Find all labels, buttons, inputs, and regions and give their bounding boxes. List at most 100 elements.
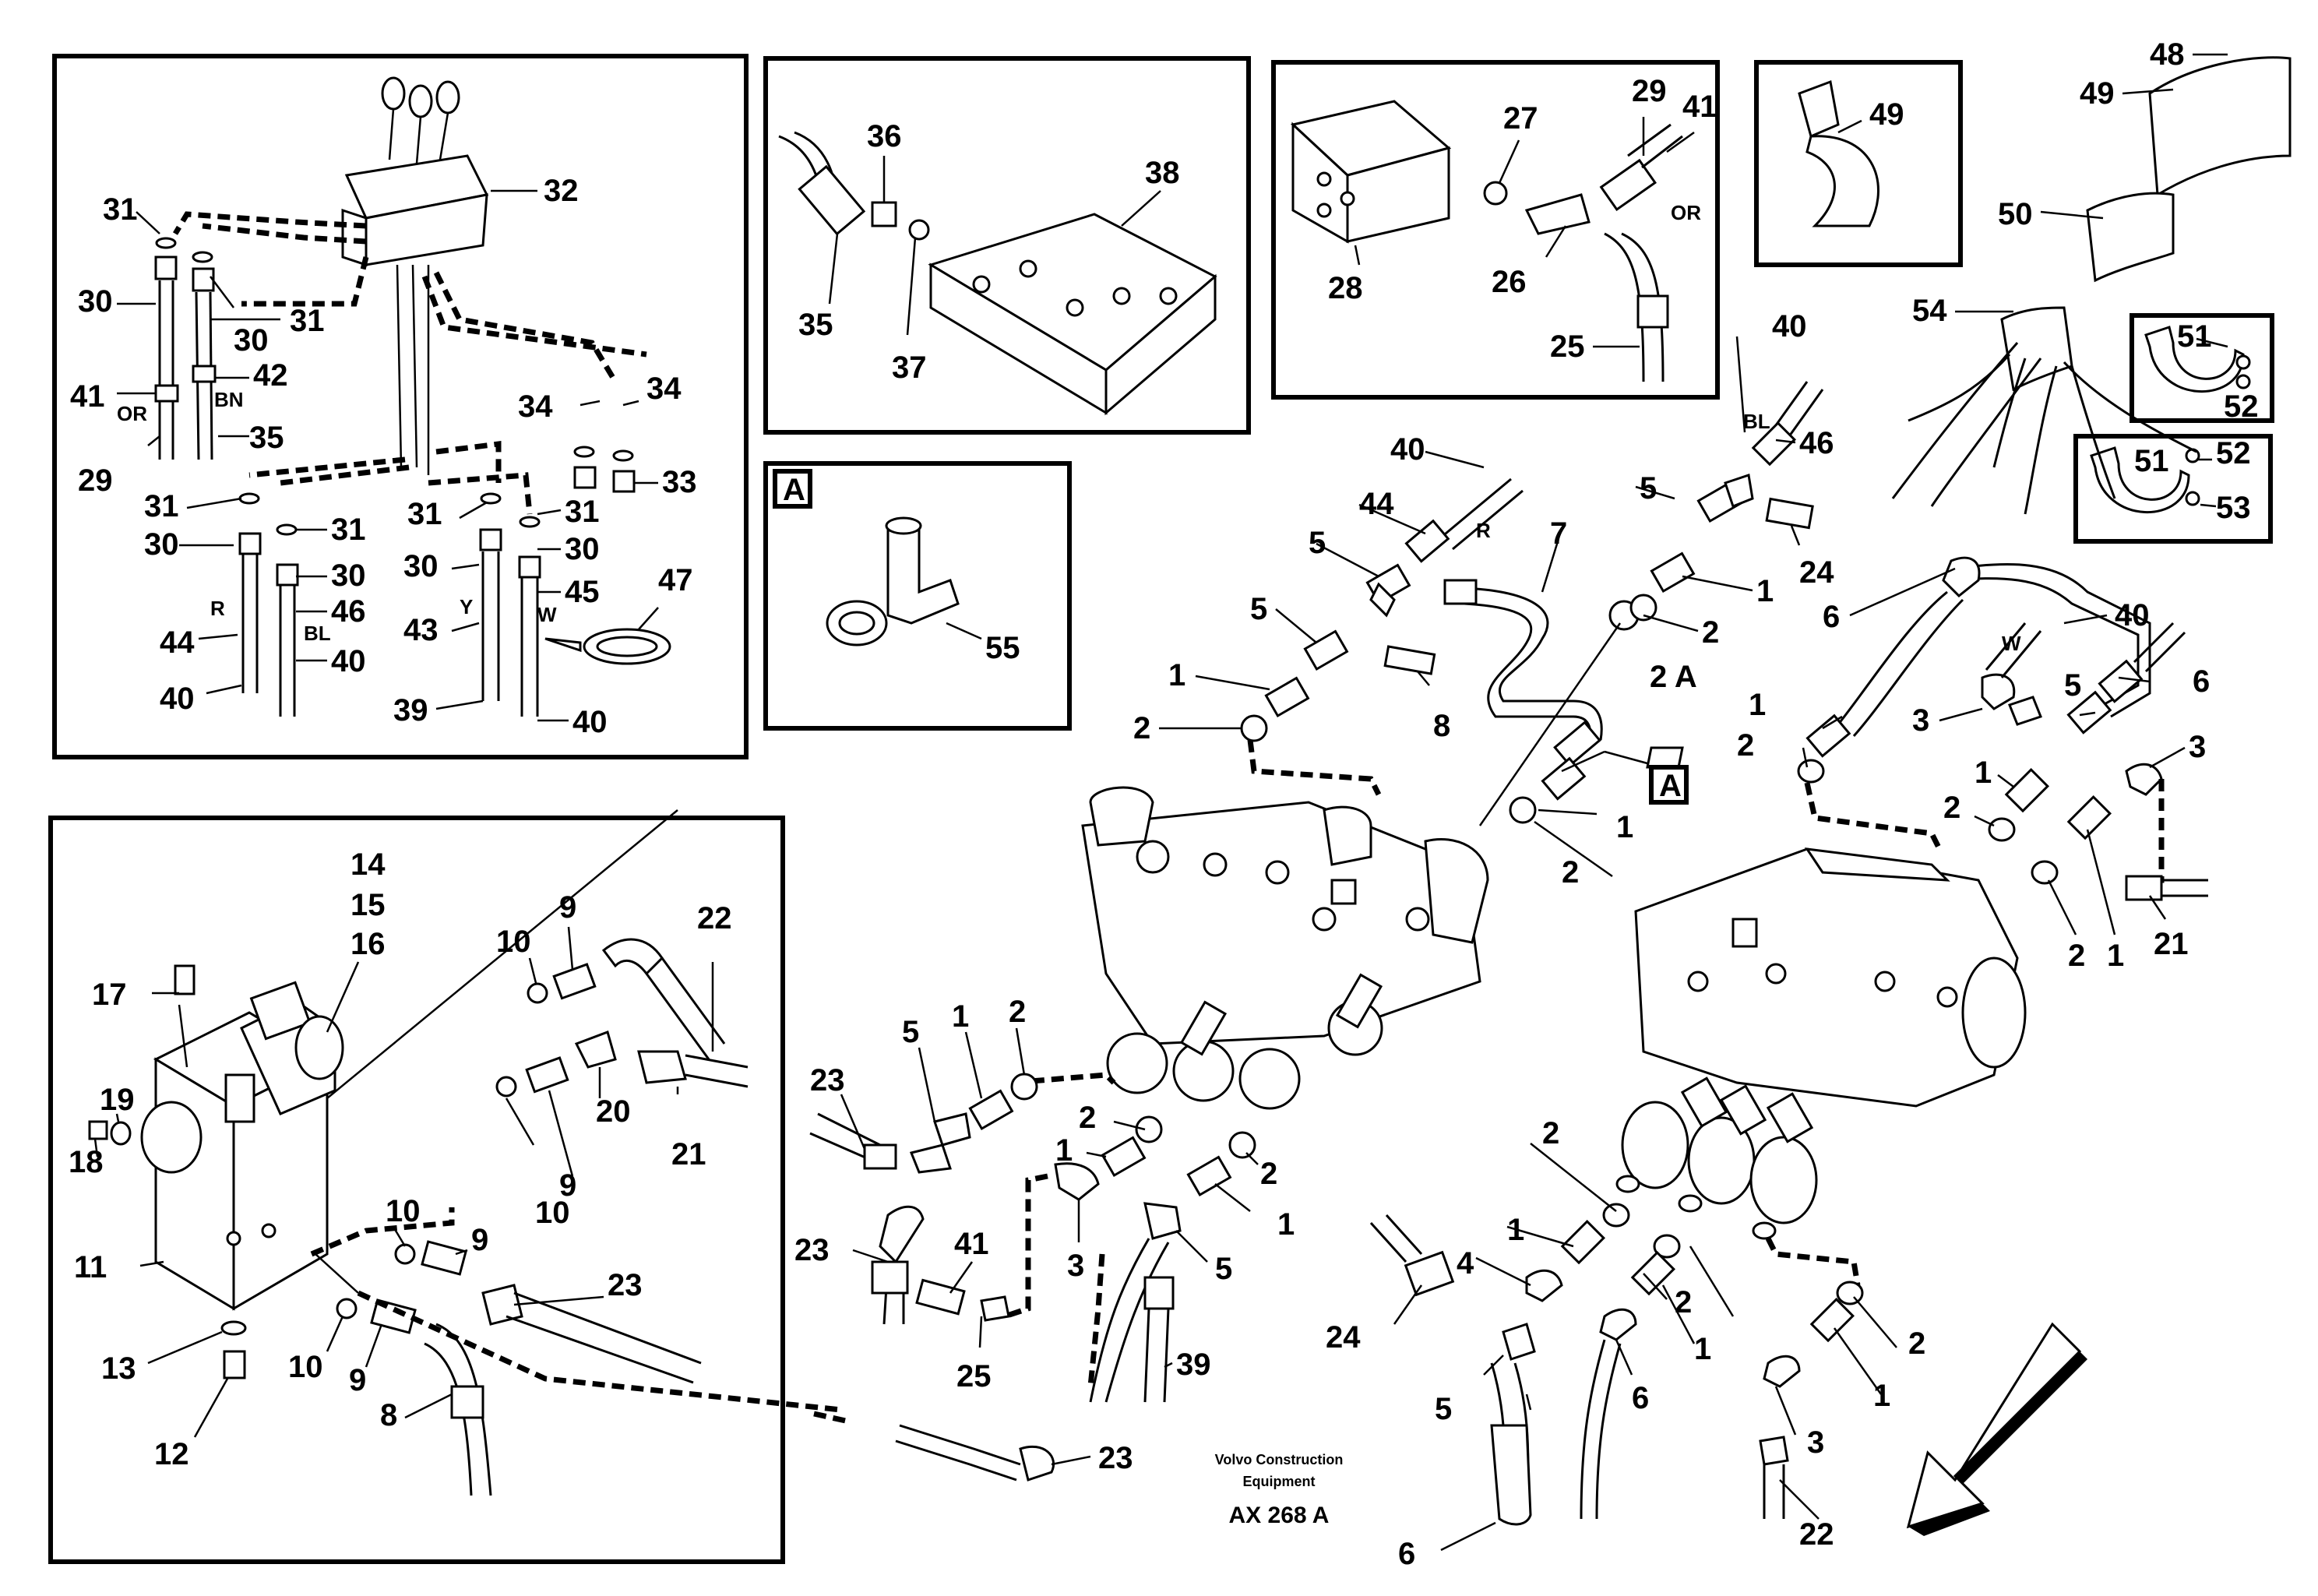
callout-44-a: 44 — [160, 625, 195, 660]
callout-51-b: 51 — [2134, 444, 2169, 478]
callout-34-a: 34 — [518, 389, 553, 424]
callout-5-f: 5 — [1215, 1252, 1232, 1286]
callout-35-b: 35 — [798, 308, 833, 342]
center-hoses-fittings — [1240, 381, 2208, 901]
callout-18: 18 — [69, 1145, 104, 1179]
callout-1-l: 1 — [1873, 1379, 1890, 1413]
callout-10-b: 10 — [535, 1196, 570, 1230]
callout-3-d: 3 — [1807, 1425, 1824, 1460]
callout-15: 15 — [351, 888, 386, 922]
callout-2-a: 2 — [1133, 711, 1150, 745]
direction-arrow-icon — [1906, 1322, 2082, 1529]
callout-30-f: 30 — [565, 532, 600, 566]
callout-5-e: 5 — [902, 1015, 919, 1049]
callout-2-g: 2 — [1009, 995, 1026, 1029]
callout-1-j: 1 — [1507, 1213, 1524, 1247]
callout-45: 45 — [565, 575, 600, 609]
callout-16: 16 — [351, 927, 386, 961]
callout-2-e: 2 — [1943, 791, 1960, 825]
control-valve-left — [1081, 786, 1489, 1110]
callout-6-b: 6 — [2193, 664, 2210, 699]
panel-solenoid-valve: 14 15 16 17 19 18 11 13 12 10 9 22 20 21… — [48, 809, 842, 1564]
label-bl-b: BL — [1743, 410, 1770, 433]
callout-2-k: 2 — [1675, 1285, 1692, 1319]
callout-1-k: 1 — [1694, 1332, 1711, 1366]
callout-1-f: 1 — [2107, 939, 2124, 973]
callout-30-d: 30 — [331, 558, 366, 593]
drawing-code: AX 268 A — [1229, 1503, 1330, 1528]
callout-3-a: 3 — [1912, 703, 1929, 738]
callout-40-e: 40 — [1772, 309, 1807, 344]
panel-clip-top: 51 52 — [2130, 313, 2274, 424]
lower-right-hoses — [1369, 1203, 2087, 1536]
callout-51-a: 51 — [2177, 319, 2212, 354]
callout-31-f: 31 — [565, 495, 600, 529]
callout-32: 32 — [544, 174, 579, 208]
callout-40-c: 40 — [572, 705, 608, 739]
detail-a-ref: A — [1659, 769, 1682, 803]
callout-43: 43 — [403, 613, 439, 647]
callout-24-b: 24 — [1326, 1320, 1361, 1355]
callout-44-b: 44 — [1359, 487, 1394, 521]
callout-2-i: 2 — [1260, 1157, 1277, 1191]
panel-lever-control-frame — [52, 54, 749, 759]
callout-46-a: 46 — [331, 594, 366, 629]
callout-9-a: 9 — [559, 890, 576, 925]
callout-5-g: 5 — [1435, 1392, 1452, 1426]
callout-53: 53 — [2216, 491, 2251, 525]
callout-6-d: 6 — [1398, 1537, 1415, 1571]
callout-24-a: 24 — [1799, 555, 1834, 590]
callout-5-b: 5 — [1250, 592, 1267, 626]
callout-26: 26 — [1492, 265, 1527, 299]
label-r-a: R — [210, 597, 225, 620]
leaders-center — [840, 336, 2186, 1552]
callout-13: 13 — [101, 1351, 136, 1386]
labels-center: 40 44 R 7 5 5 1 2 8 40 BL 46 5 24 1 2 2 … — [794, 309, 2210, 1571]
fittings-right — [573, 446, 636, 493]
panel-tee-block-frame — [1271, 60, 1720, 400]
callout-17: 17 — [92, 978, 127, 1012]
callout-7: 7 — [1550, 516, 1567, 551]
callout-1-h: 1 — [1055, 1133, 1073, 1168]
callout-21-a: 21 — [671, 1137, 706, 1171]
callout-39-b: 39 — [1176, 1348, 1211, 1382]
callout-49-b: 49 — [2080, 76, 2115, 111]
callout-41-a: 41 — [70, 379, 105, 414]
label-w-b: W — [2002, 632, 2021, 655]
callout-29-b: 29 — [1632, 74, 1667, 108]
credit-line-2: Equipment — [1243, 1474, 1316, 1489]
callout-35-a: 35 — [249, 421, 284, 455]
panel-tee-block: 27 28 26 29 41 OR 25 — [1271, 60, 1720, 400]
callout-40-a: 40 — [331, 644, 366, 678]
callout-27: 27 — [1503, 101, 1538, 136]
panel-detail-a: A 55 — [763, 461, 1072, 731]
callout-22-a: 22 — [697, 901, 732, 935]
fittings-middle-bottom — [479, 492, 541, 717]
panel-lever-control: 31 30 30 31 42 41 OR BN 29 35 32 31 30 3… — [52, 54, 749, 759]
callout-36: 36 — [867, 119, 902, 153]
panel-cable-clamp: 49 — [1754, 60, 1963, 267]
callout-21-b: 21 — [2154, 927, 2189, 961]
callout-22-b: 22 — [1799, 1517, 1834, 1552]
detail-a-ref-box — [1649, 765, 1689, 805]
label-bn: BN — [214, 388, 244, 411]
callout-20: 20 — [596, 1094, 631, 1129]
hose-clamp-47 — [544, 628, 671, 665]
callout-5-d: 5 — [2064, 668, 2081, 703]
callout-23-b: 23 — [810, 1063, 845, 1097]
callout-10-d: 10 — [288, 1350, 323, 1384]
callout-14: 14 — [351, 847, 386, 882]
callout-8-a: 8 — [380, 1398, 397, 1432]
panel-clip-top-frame — [2130, 313, 2274, 423]
callout-12: 12 — [154, 1437, 189, 1471]
callout-46-b: 46 — [1799, 426, 1834, 460]
callout-2-f: 2 — [2068, 939, 2085, 973]
callout-31-a: 31 — [103, 192, 138, 227]
callout-34-b: 34 — [646, 372, 682, 406]
callout-40-d: 40 — [1390, 432, 1425, 467]
callout-1-g: 1 — [952, 999, 969, 1034]
callout-6-a: 6 — [1823, 600, 1840, 634]
panel-clip-bottom: 51 52 53 — [2073, 434, 2273, 544]
callout-8-b: 8 — [1433, 709, 1450, 743]
